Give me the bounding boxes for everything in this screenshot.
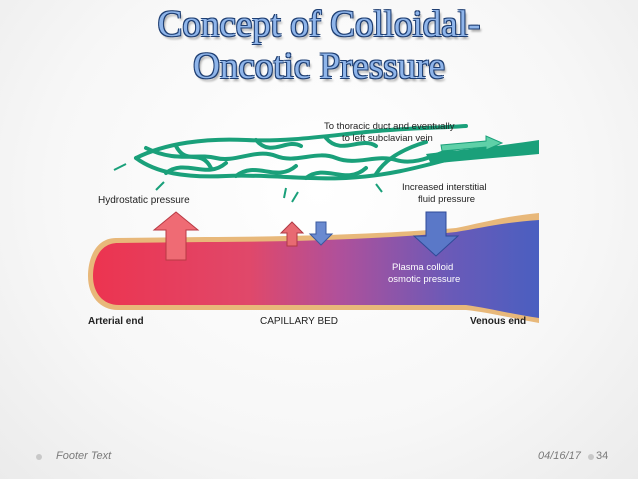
lymph-flow-arrow [440,135,504,152]
label-thoracic-1: To thoracic duct and eventually [324,121,455,132]
label-hydrostatic: Hydrostatic pressure [98,195,190,206]
footer-date: 04/16/17 [538,450,581,462]
colloid-arrow [412,211,460,257]
small-blue-arrow [308,221,334,246]
label-thoracic-2: to left subclavian vein [342,133,433,144]
title-line-2: Oncotic Pressure [193,46,445,87]
lymph-capillary-openings [113,163,383,203]
label-venous: Venous end [470,316,526,327]
footer-bullet-left [36,454,42,460]
capillary-diagram: To thoracic duct and eventually to left … [88,121,539,327]
lymph-duct [426,140,539,164]
label-interstitial-2: fluid pressure [418,194,475,205]
footer-text: Footer Text [56,450,112,462]
label-colloid-2: osmotic pressure [388,274,460,285]
small-red-arrow [279,221,305,247]
page-number: 34 [596,450,609,462]
title-line-1: Concept of Colloidal- [157,4,481,45]
lymphatic-network [134,124,468,181]
label-capillary: CAPILLARY BED [260,316,338,327]
footer-bullet-right [588,454,594,460]
slide-title: Concept of Colloidal- Oncotic Pressure [0,4,638,88]
label-arterial: Arterial end [88,316,144,327]
slide-footer: Footer Text 04/16/17 34 [0,448,638,468]
label-colloid-1: Plasma colloid [392,262,453,273]
label-interstitial-1: Increased interstitial [402,182,486,193]
hydrostatic-arrow [152,211,200,261]
